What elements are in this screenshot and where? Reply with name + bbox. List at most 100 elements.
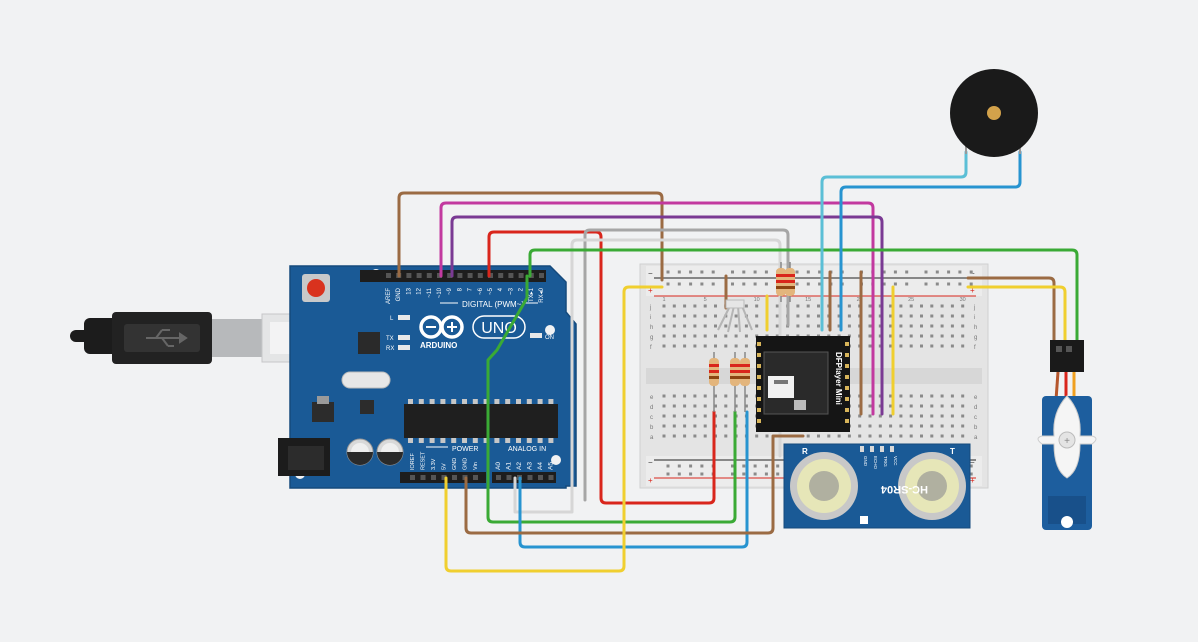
- breadboard-hole[interactable]: [950, 424, 954, 428]
- breadboard-hole[interactable]: [878, 394, 882, 398]
- breadboard-hole[interactable]: [806, 304, 810, 308]
- breadboard-hole[interactable]: [961, 314, 965, 318]
- rail-hole[interactable]: [753, 282, 757, 286]
- breadboard-hole[interactable]: [714, 404, 717, 408]
- dfplayer-pin[interactable]: [757, 353, 761, 357]
- breadboard-hole[interactable]: [868, 344, 872, 348]
- breadboard-hole[interactable]: [734, 394, 738, 398]
- breadboard-hole[interactable]: [950, 304, 954, 308]
- breadboard-hole[interactable]: [940, 394, 944, 398]
- breadboard-hole[interactable]: [930, 324, 934, 328]
- sensor-pin[interactable]: [880, 446, 884, 452]
- header-pin[interactable]: [527, 475, 533, 480]
- breadboard-hole[interactable]: [683, 304, 687, 308]
- rail-hole[interactable]: [666, 464, 670, 468]
- breadboard-hole[interactable]: [858, 414, 862, 418]
- breadboard-hole[interactable]: [662, 314, 666, 318]
- breadboard-hole[interactable]: [889, 394, 893, 398]
- rail-hole[interactable]: [947, 282, 951, 286]
- breadboard-hole[interactable]: [703, 344, 707, 348]
- breadboard-hole[interactable]: [683, 344, 687, 348]
- breadboard-hole[interactable]: [714, 394, 717, 398]
- breadboard-hole[interactable]: [693, 424, 697, 428]
- breadboard-hole[interactable]: [683, 334, 687, 338]
- breadboard-hole[interactable]: [662, 434, 666, 438]
- header-pin[interactable]: [538, 475, 543, 480]
- dfplayer-pin[interactable]: [845, 375, 849, 379]
- dfplayer-pin[interactable]: [757, 408, 761, 412]
- dfplayer-pin[interactable]: [845, 408, 849, 412]
- breadboard-hole[interactable]: [755, 314, 759, 318]
- breadboard-hole[interactable]: [734, 314, 738, 318]
- breadboard-hole[interactable]: [909, 414, 913, 418]
- breadboard-hole[interactable]: [950, 394, 954, 398]
- breadboard-hole[interactable]: [724, 394, 728, 398]
- rail-hole[interactable]: [764, 464, 768, 468]
- header-pin[interactable]: [426, 273, 432, 278]
- breadboard-hole[interactable]: [868, 334, 872, 338]
- breadboard-hole[interactable]: [940, 414, 944, 418]
- breadboard-hole[interactable]: [868, 324, 872, 328]
- breadboard-hole[interactable]: [950, 334, 954, 338]
- rail-hole[interactable]: [742, 282, 746, 286]
- header-pin[interactable]: [457, 273, 463, 278]
- breadboard-hole[interactable]: [693, 344, 697, 348]
- breadboard-hole[interactable]: [940, 304, 944, 308]
- breadboard-hole[interactable]: [744, 344, 748, 348]
- breadboard-hole[interactable]: [714, 324, 717, 328]
- breadboard-hole[interactable]: [693, 434, 697, 438]
- breadboard-hole[interactable]: [930, 434, 934, 438]
- breadboard-hole[interactable]: [899, 424, 903, 428]
- breadboard-hole[interactable]: [961, 344, 965, 348]
- breadboard-hole[interactable]: [909, 434, 913, 438]
- header-pin[interactable]: [477, 273, 483, 278]
- rail-hole[interactable]: [924, 270, 928, 274]
- breadboard-hole[interactable]: [920, 424, 923, 428]
- rail-hole[interactable]: [882, 270, 886, 274]
- rail-hole[interactable]: [764, 282, 768, 286]
- dfplayer-pin[interactable]: [845, 364, 849, 368]
- dfplayer-pin[interactable]: [757, 419, 761, 423]
- breadboard-hole[interactable]: [899, 314, 903, 318]
- header-pin[interactable]: [548, 475, 554, 480]
- breadboard-hole[interactable]: [744, 404, 748, 408]
- breadboard-hole[interactable]: [920, 414, 923, 418]
- breadboard-hole[interactable]: [662, 344, 666, 348]
- rail-hole[interactable]: [924, 282, 928, 286]
- breadboard-hole[interactable]: [693, 334, 697, 338]
- breadboard-hole[interactable]: [940, 314, 944, 318]
- breadboard-hole[interactable]: [868, 414, 872, 418]
- breadboard-hole[interactable]: [950, 404, 954, 408]
- breadboard-hole[interactable]: [909, 314, 913, 318]
- breadboard-hole[interactable]: [847, 314, 851, 318]
- breadboard-hole[interactable]: [744, 334, 748, 338]
- rail-hole[interactable]: [731, 282, 734, 286]
- breadboard-hole[interactable]: [909, 394, 913, 398]
- breadboard-hole[interactable]: [817, 314, 820, 318]
- breadboard-hole[interactable]: [889, 314, 893, 318]
- rail-hole[interactable]: [677, 270, 681, 274]
- header-pin[interactable]: [406, 273, 412, 278]
- breadboard-hole[interactable]: [899, 414, 903, 418]
- rail-hole[interactable]: [969, 464, 973, 468]
- breadboard-hole[interactable]: [950, 324, 954, 328]
- rail-hole[interactable]: [818, 282, 822, 286]
- rail-hole[interactable]: [753, 464, 757, 468]
- breadboard-hole[interactable]: [672, 304, 676, 308]
- breadboard-hole[interactable]: [889, 424, 893, 428]
- breadboard-hole[interactable]: [847, 434, 851, 438]
- dfplayer-pin[interactable]: [757, 386, 761, 390]
- breadboard-hole[interactable]: [899, 304, 903, 308]
- header-pin[interactable]: [416, 273, 422, 278]
- breadboard-hole[interactable]: [672, 414, 676, 418]
- rail-hole[interactable]: [666, 472, 670, 476]
- breadboard-hole[interactable]: [899, 404, 903, 408]
- dfplayer-pin[interactable]: [845, 353, 849, 357]
- breadboard-hole[interactable]: [930, 304, 934, 308]
- rail-hole[interactable]: [689, 282, 693, 286]
- header-pin[interactable]: [539, 273, 544, 278]
- rail-hole[interactable]: [753, 270, 757, 274]
- breadboard-hole[interactable]: [796, 314, 800, 318]
- breadboard-hole[interactable]: [817, 324, 820, 328]
- header-pin[interactable]: [518, 273, 524, 278]
